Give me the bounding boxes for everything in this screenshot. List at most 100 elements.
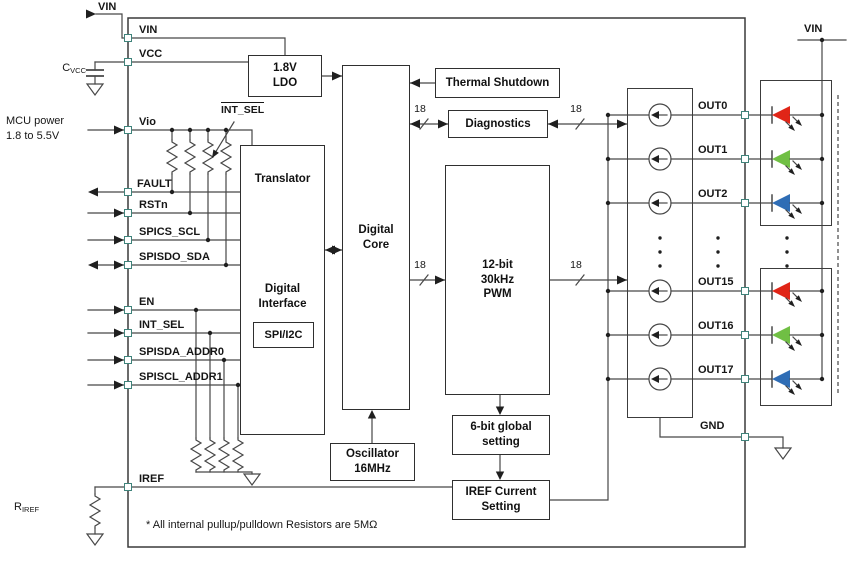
gnd-label: GND [700, 420, 725, 432]
pin-label-iref: IREF [139, 473, 165, 485]
pin-spics-scl [124, 236, 132, 244]
resistor-icon [202, 139, 214, 175]
arrowhead-icon [438, 119, 448, 129]
led-group-box-2 [760, 268, 832, 406]
block-pwm: 12-bit 30kHz PWM [445, 165, 550, 395]
pin-label-spics-scl: SPICS_SCL [139, 226, 201, 238]
block-iref-setting: IREF Current Setting [452, 480, 550, 520]
pin-out1 [741, 155, 749, 163]
pin-iref [124, 483, 132, 491]
resistor-icon [218, 437, 230, 473]
out2-label: OUT2 [698, 188, 728, 200]
pin-int-sel [124, 329, 132, 337]
riref-label: RIREF [14, 501, 40, 514]
bus-width-label: 18 [414, 259, 426, 271]
arrowhead-icon [114, 208, 124, 218]
digital-interface-label: Digital Interface [258, 283, 307, 310]
pin-vio [124, 126, 132, 134]
ground-icon [774, 447, 792, 460]
block-oscillator: Oscillator 16MHz [330, 443, 415, 481]
pin-label-vcc: VCC [139, 48, 163, 60]
pin-fault [124, 188, 132, 196]
vin-supply-wire [86, 9, 286, 56]
pin-out17 [741, 375, 749, 383]
mcu-power-label-line1: MCU power [6, 115, 65, 127]
translator-label: Translator [254, 173, 311, 185]
internal-buses [321, 71, 628, 480]
pin-out2 [741, 199, 749, 207]
vcc-decoupling [86, 61, 249, 96]
vin-right-label: VIN [804, 23, 823, 35]
arrowhead-icon [495, 471, 505, 480]
led-vin-rail [797, 37, 847, 395]
cvcc-label: CVCC [62, 62, 86, 75]
pin-en [124, 306, 132, 314]
resistor-icon [166, 139, 178, 175]
gnd-wire [659, 417, 792, 460]
pulldown-resistors [190, 307, 261, 486]
block-spi-i2c: SPI/I2C [253, 322, 314, 348]
chip-boundary [127, 17, 746, 548]
pin-out0 [741, 111, 749, 119]
vio-pullup-resistors [166, 127, 232, 268]
pin-label-rstn: RSTn [139, 199, 168, 211]
block-thermal-shutdown: Thermal Shutdown [435, 68, 560, 98]
pin-spisda-addr0 [124, 356, 132, 364]
pin-label-spisda-addr0: SPISDA_ADDR0 [139, 346, 224, 358]
pin-label-vio: Vio [139, 116, 156, 128]
arrowhead-icon [435, 275, 445, 285]
arrowhead-icon [548, 119, 558, 129]
bus-width-label: 18 [570, 103, 582, 115]
arrowhead-icon [617, 275, 627, 285]
int-sel-control-arrow [212, 121, 235, 158]
vin-top-label: VIN [98, 1, 117, 13]
mcu-power-label-line2: 1.8 to 5.5V [6, 130, 60, 142]
out1-label: OUT1 [698, 144, 728, 156]
arrowhead-icon [114, 125, 124, 135]
out17-label: OUT17 [698, 364, 734, 376]
left-pin-wires [87, 125, 253, 390]
pin-label-fault: FAULT [137, 178, 172, 190]
pin-vin [124, 34, 132, 42]
pin-out16 [741, 331, 749, 339]
block-translator-interface: Translator Digital Interface SPI/I2C [240, 145, 325, 435]
block-diagnostics: Diagnostics [448, 110, 548, 138]
iref-rail [549, 114, 609, 501]
pin-spiscl-addr1 [124, 381, 132, 389]
pin-label-spisdo-sda: SPISDO_SDA [139, 251, 210, 263]
ground-icon [86, 83, 104, 96]
pin-out15 [741, 287, 749, 295]
pin-gnd [741, 433, 749, 441]
arrowhead-icon [332, 245, 342, 255]
arrowhead-icon [88, 260, 98, 270]
arrowhead-icon [410, 119, 420, 129]
int-sel-control-label: INT_SEL [221, 102, 265, 116]
arrowhead-icon [495, 406, 505, 415]
arrowhead-icon [114, 328, 124, 338]
arrowhead-icon [332, 71, 342, 81]
bus-width-label: 18 [414, 103, 426, 115]
out15-label: OUT15 [698, 276, 734, 288]
arrowhead-icon [114, 235, 124, 245]
ground-icon [243, 473, 261, 486]
resistor-icon [232, 437, 244, 473]
pin-vcc [124, 58, 132, 66]
resistor-icon [204, 437, 216, 473]
pin-label-en: EN [139, 296, 155, 308]
arrowhead-icon [88, 187, 98, 197]
arrowhead-icon [617, 119, 627, 129]
block-ldo-line1: 1.8V [273, 62, 297, 75]
pin-label-spiscl-addr1: SPISCL_ADDR1 [139, 371, 223, 383]
block-ldo-line2: LDO [272, 77, 298, 89]
arrowhead-icon [114, 380, 124, 390]
footnote: * All internal pullup/pulldown Resistors… [146, 519, 378, 531]
block-ldo: 1.8V LDO [248, 55, 322, 97]
ground-icon [86, 533, 104, 546]
arrowhead-icon [114, 260, 124, 270]
arrowhead-icon [114, 355, 124, 365]
out16-label: OUT16 [698, 320, 734, 332]
resistor-icon [89, 493, 101, 529]
out0-label: OUT0 [698, 100, 728, 112]
